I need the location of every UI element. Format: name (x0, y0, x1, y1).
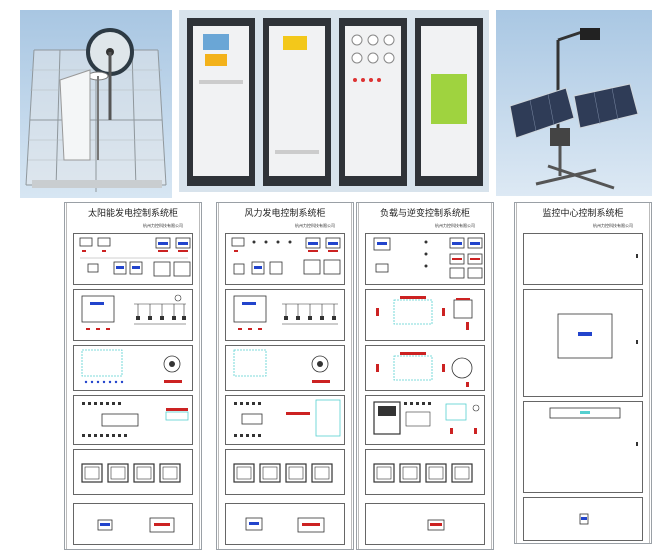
converter-panel (365, 395, 485, 445)
cabinet-title: 负载与逆变控制系统柜 (379, 209, 470, 219)
controller-panel (225, 345, 345, 391)
breaker-panel (365, 449, 485, 495)
meter-panel (365, 233, 485, 285)
cabinet-title: 监控中心控制系统柜 (542, 209, 624, 219)
cabinet-side-rail (358, 203, 362, 549)
cabinet-side-rail (218, 203, 222, 549)
company-name: 杭州力控科技有限公司 (295, 223, 335, 228)
cabinet-side-rail (66, 203, 70, 549)
monitoring-center-cabinet: 监控中心控制系统柜 杭州力控科技有限公司 (514, 202, 652, 544)
wind-control-cabinet: 风力发电控制系统柜 杭州力控科技有限公司 (216, 202, 354, 550)
cabinet-side-rail (516, 203, 520, 543)
company-name: 杭州力控科技有限公司 (435, 223, 475, 228)
cabinet-title: 太阳能发电控制系统柜 (87, 209, 178, 219)
company-name: 杭州力控科技有限公司 (593, 223, 633, 228)
breaker-panel (73, 449, 193, 495)
cabinet-side-rail (488, 203, 492, 549)
inverter-panel (365, 289, 485, 341)
wind-turbine-rig-photo (20, 10, 172, 198)
upper-blank-panel (523, 233, 643, 285)
battery-panel (225, 503, 345, 545)
control-cabinets-photo (179, 10, 489, 192)
load-inverter-cabinet: 负载与逆变控制系统柜 杭州力控科技有限公司 (356, 202, 494, 550)
meter-panel (73, 233, 193, 285)
wiring-panel (73, 289, 193, 341)
battery-panel (73, 503, 193, 545)
load-panel (365, 345, 485, 391)
solar-tracker-photo (496, 10, 652, 196)
solar-control-cabinet: 太阳能发电控制系统柜 杭州力控科技有限公司 (64, 202, 202, 550)
wiring-panel (225, 289, 345, 341)
cabinet-title: 风力发电控制系统柜 (244, 209, 326, 219)
terminal-panel (73, 395, 193, 445)
cabinet-side-rail (646, 203, 650, 543)
keyboard-shelf-panel (523, 401, 643, 493)
meter-panel (225, 233, 345, 285)
breaker-panel (225, 449, 345, 495)
terminal-panel (225, 395, 345, 445)
cabinet-side-rail (348, 203, 352, 549)
company-name: 杭州力控科技有限公司 (143, 223, 183, 228)
cabinet-side-rail (196, 203, 200, 549)
base-panel (523, 497, 643, 541)
output-panel (365, 503, 485, 545)
controller-panel (73, 345, 193, 391)
monitor-screen-panel (523, 289, 643, 397)
